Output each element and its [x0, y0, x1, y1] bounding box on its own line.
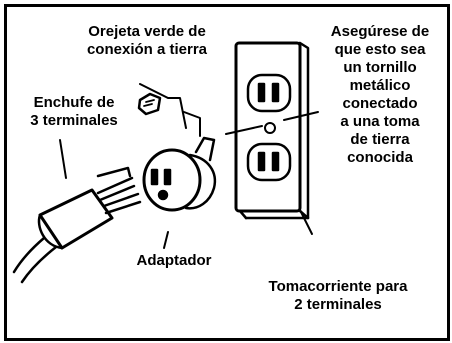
wall-plate [234, 41, 310, 220]
adapter-body [142, 111, 217, 212]
label-two-prong-outlet: Tomacorriente para 2 terminales [268, 278, 408, 313]
label-adapter: Adaptador [136, 252, 212, 269]
cover-screw [264, 122, 276, 134]
three-prong-plug [12, 166, 142, 284]
pointer-lines [59, 83, 319, 249]
ground-tab [137, 92, 162, 116]
lower-receptacle [246, 142, 292, 182]
diagram-frame [4, 4, 450, 341]
label-three-prong-plug: Enchufe de 3 terminales [30, 94, 118, 129]
upper-receptacle [246, 73, 292, 113]
label-green-ground-tab: Orejeta verde de conexión a tierra [86, 23, 208, 58]
label-make-sure-screw: Asegúrese de que esto sea un tornillo me… [330, 23, 430, 166]
